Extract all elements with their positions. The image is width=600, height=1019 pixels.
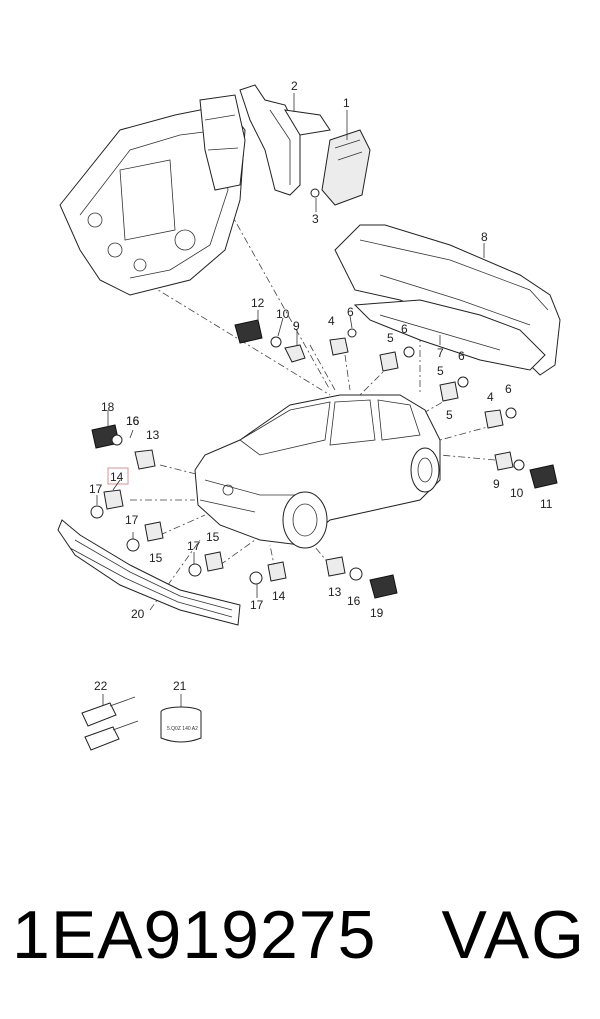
callout-14-highlighted: 14 — [110, 470, 124, 484]
front-grille — [57, 519, 241, 626]
release-tool-set — [81, 694, 139, 751]
callout-1: 1 — [343, 96, 350, 110]
callout-22: 22 — [94, 679, 108, 693]
callout-numbers: 1 2 3 8 12 10 9 4 6 5 6 7 6 5 6 4 5 18 1… — [89, 79, 553, 693]
callout-8: 8 — [481, 230, 488, 244]
part-number: 1EA919275 — [12, 897, 377, 973]
rear-bumper — [334, 224, 561, 376]
callout-15: 15 — [149, 551, 163, 565]
callout-17: 17 — [250, 598, 264, 612]
callout-19: 19 — [370, 606, 384, 620]
callout-5: 5 — [446, 408, 453, 422]
callout-6: 6 — [458, 349, 465, 363]
callout-13: 13 — [328, 585, 342, 599]
wheel-housing-liner — [59, 94, 246, 296]
callout-16: 16 — [126, 414, 140, 428]
callout-5: 5 — [387, 331, 394, 345]
callout-3: 3 — [312, 212, 319, 226]
callout-16: 16 — [347, 594, 361, 608]
callout-18: 18 — [101, 400, 115, 414]
brand-name: VAG — [441, 897, 586, 973]
callout-2: 2 — [291, 79, 298, 93]
callout-16: 16 — [126, 414, 140, 428]
mounting-sleeve: 5.Q0Z 140 A2 — [160, 694, 202, 743]
leader-lines — [96, 93, 485, 598]
callout-6: 6 — [347, 305, 354, 319]
callout-4: 4 — [328, 314, 335, 328]
callout-7: 7 — [437, 346, 444, 360]
callout-21: 21 — [173, 679, 187, 693]
callout-20: 20 — [131, 607, 145, 621]
car-body — [194, 394, 441, 549]
sleeve-label: 5.Q0Z 140 A2 — [167, 726, 198, 732]
sensor-components — [90, 319, 558, 599]
callout-10: 10 — [510, 486, 524, 500]
callout-13: 13 — [146, 428, 160, 442]
callout-17: 17 — [187, 539, 201, 553]
callout-14: 14 — [272, 589, 286, 603]
callout-17: 17 — [89, 482, 103, 496]
callout-17: 17 — [125, 513, 139, 527]
callout-4: 4 — [487, 390, 494, 404]
highlight-box — [107, 467, 129, 485]
callout-9: 9 — [493, 477, 500, 491]
callout-11: 11 — [540, 497, 553, 511]
callout-9: 9 — [293, 319, 300, 333]
callout-10: 10 — [276, 307, 290, 321]
callout-6: 6 — [505, 382, 512, 396]
callout-6: 6 — [401, 322, 408, 336]
footer: 1EA919275 VAG — [0, 890, 600, 990]
callout-15: 15 — [206, 530, 220, 544]
callout-12: 12 — [251, 296, 265, 310]
bracket-and-control-unit — [239, 84, 371, 206]
callout-5: 5 — [437, 364, 444, 378]
parts-exploded-diagram: 1 2 3 8 12 10 9 4 6 5 6 7 6 5 6 4 5 18 1… — [57, 79, 561, 751]
